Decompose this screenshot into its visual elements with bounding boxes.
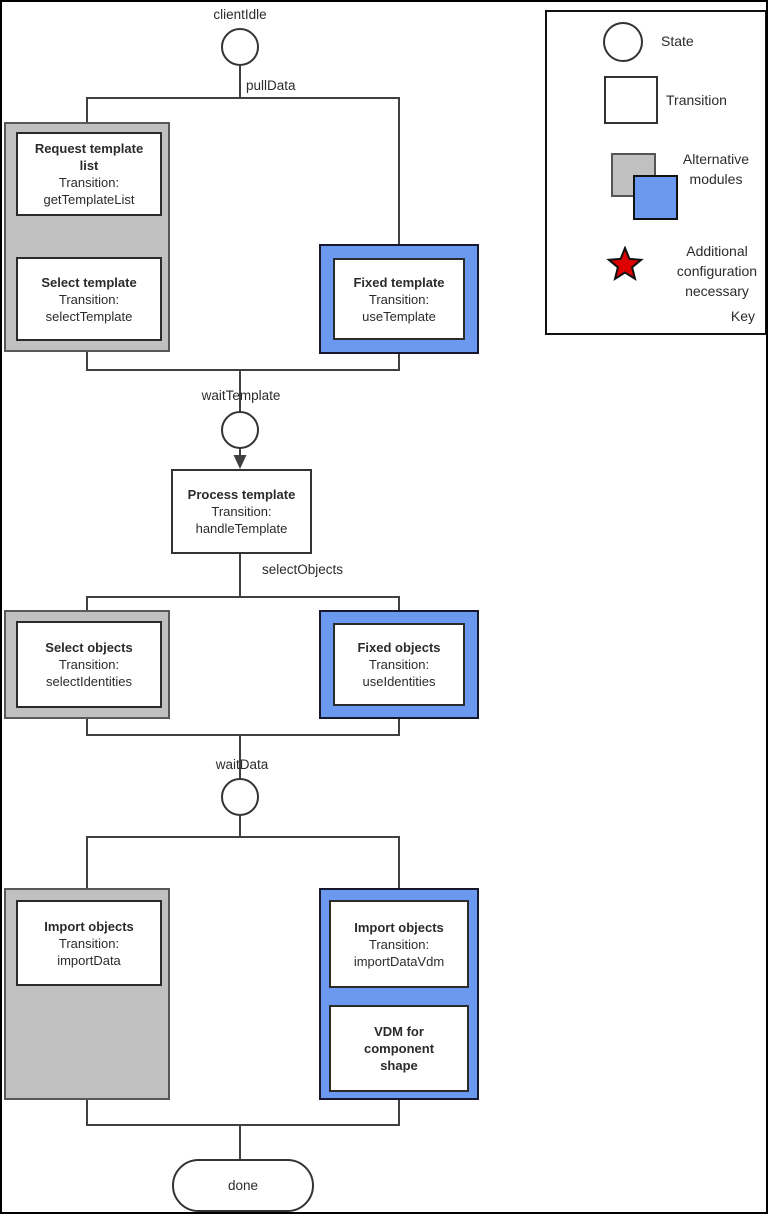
key-label-alternative-modules: Alternative modules (682, 151, 750, 187)
transition-prefix: Transition: (368, 657, 430, 672)
module-vdm-component-shape: VDM for component shape (329, 1005, 469, 1092)
module-title: Fixed template (353, 274, 445, 290)
module-group-import-gray: Import objects Transition: importData (4, 888, 170, 1100)
module-group-import-blue: Import objects Transition: importDataVdm… (319, 888, 479, 1100)
key-title: Key (730, 308, 755, 324)
module-process-template: Process template Transition: handleTempl… (171, 469, 312, 554)
state-label-clientidle: clientIdle (213, 7, 267, 22)
alternative-module-blue-icon (633, 175, 678, 220)
transition-name: useTemplate (362, 308, 436, 324)
module-group-template-gray: Request template list Transition: getTem… (4, 122, 170, 352)
module-group-objects-gray: Select objects Transition: selectIdentit… (4, 610, 170, 719)
module-fixed-objects: Fixed objects Transition: useIdentities (333, 623, 465, 706)
state-icon (603, 22, 643, 62)
module-title: Import objects (44, 918, 134, 934)
transition-prefix: Transition: (58, 657, 120, 672)
module-fixed-template: Fixed template Transition: useTemplate (333, 258, 465, 340)
transition-name: importDataVdm (353, 953, 445, 969)
module-title: Fixed objects (357, 640, 441, 655)
state-done-pill: done (172, 1159, 314, 1212)
star-icon (606, 246, 644, 281)
edge-label-selectobjects: selectObjects (262, 562, 344, 577)
transition-name: getTemplateList (43, 192, 135, 207)
edge-label-pulldata: pullData (246, 78, 296, 93)
module-title: Request template list (34, 141, 144, 173)
key-panel: State Transition Alternative modules Add… (545, 10, 766, 335)
transition-name: selectIdentities (46, 674, 132, 689)
state-circle-clientidle (221, 28, 259, 66)
module-title: Select objects (45, 640, 133, 655)
transition-prefix: Transition: (58, 175, 120, 190)
state-circle-waitdata (221, 778, 259, 816)
key-label-additional-configuration: Additional configuration necessary (676, 243, 758, 299)
transition-name: handleTemplate (195, 521, 288, 536)
module-title: Select template (41, 274, 137, 290)
module-group-objects-blue: Fixed objects Transition: useIdentities (319, 610, 479, 719)
state-label-waitdata: waitData (215, 757, 269, 772)
transition-prefix: Transition: (368, 936, 430, 952)
state-label-done: done (227, 1178, 259, 1193)
module-request-template-list: Request template list Transition: getTem… (16, 132, 162, 216)
key-label-transition: Transition (666, 92, 727, 108)
module-select-objects: Select objects Transition: selectIdentit… (16, 621, 162, 708)
key-label-state: State (661, 33, 694, 49)
transition-prefix: Transition: (368, 291, 430, 307)
module-select-template: Select template Transition: selectTempla… (16, 257, 162, 341)
state-label-waittemplate: waitTemplate (201, 388, 281, 403)
transition-name: selectTemplate (45, 308, 133, 324)
transition-prefix: Transition: (58, 291, 120, 307)
state-circle-waittemplate (221, 411, 259, 449)
arrow-down-icon (233, 455, 247, 469)
module-title: Import objects (354, 919, 444, 935)
transition-name: importData (57, 952, 121, 968)
transition-prefix: Transition: (211, 504, 272, 519)
module-title: Process template (187, 487, 296, 502)
module-import-objects-vdm: Import objects Transition: importDataVdm (329, 900, 469, 988)
module-title: VDM for component shape (363, 1024, 435, 1073)
module-import-objects: Import objects Transition: importData (16, 900, 162, 986)
transition-icon (604, 76, 658, 124)
transition-name: useIdentities (362, 674, 436, 689)
module-group-template-blue: Fixed template Transition: useTemplate (319, 244, 479, 354)
transition-prefix: Transition: (58, 935, 120, 951)
